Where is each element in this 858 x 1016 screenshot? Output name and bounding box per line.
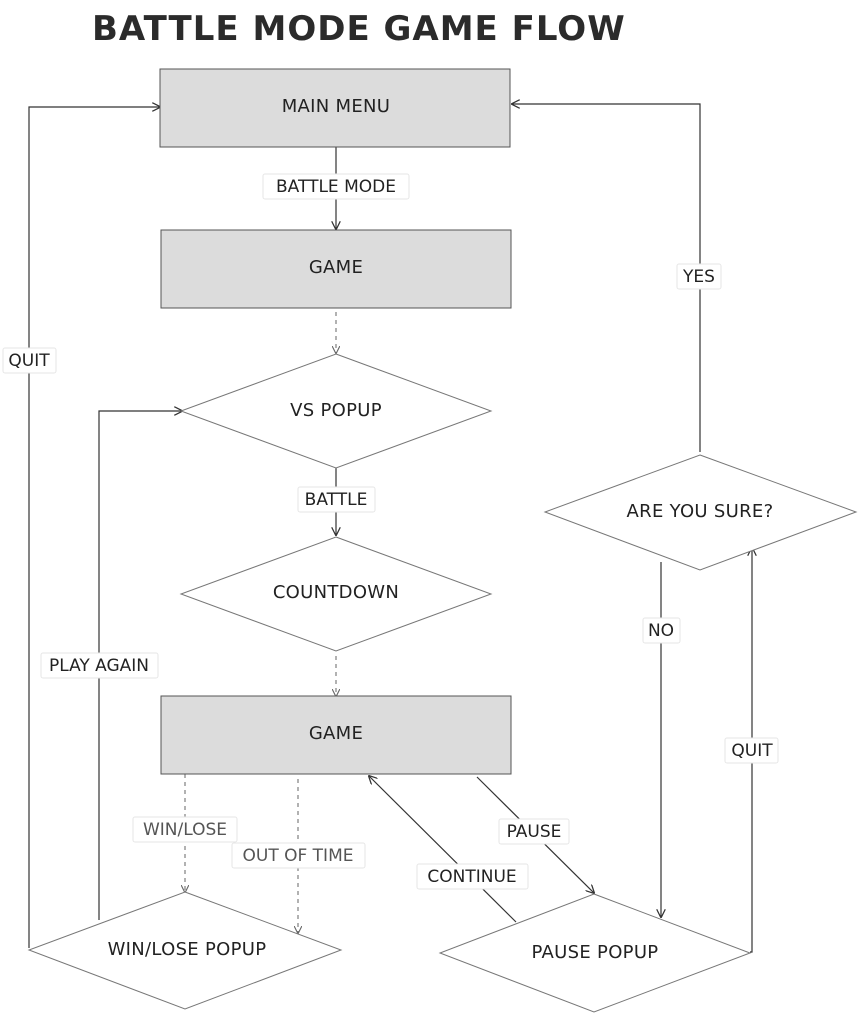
edge-label-quit-right: QUIT [731, 741, 773, 761]
diagram-title: BATTLE MODE GAME FLOW [92, 9, 626, 49]
edge-label-yes-bg [676, 263, 722, 290]
edge-play-again [98, 411, 182, 920]
node-are-you-sure [543, 454, 858, 571]
node-win-lose-popup-label: WIN/LOSE POPUP [108, 939, 267, 960]
edge-label-battle-bg [297, 486, 376, 513]
edge-label-quit-left-bg [2, 347, 57, 374]
node-main-menu-label: MAIN MENU [282, 96, 391, 117]
edge-label-pause: PAUSE [507, 822, 562, 842]
edge-label-out-of-time-bg [231, 842, 366, 869]
edge-label-win-lose-bg [132, 816, 238, 843]
edge-quit-right [750, 548, 752, 953]
node-vs-popup [179, 353, 493, 469]
edge-quit-left [28, 107, 160, 948]
edge-label-pause-bg [498, 818, 570, 845]
edge-yes [512, 104, 701, 452]
edge-label-battle-mode: BATTLE MODE [276, 177, 396, 197]
node-pause-popup [438, 893, 752, 1013]
edge-label-no-bg [642, 617, 681, 644]
node-vs-popup-label: VS POPUP [290, 400, 382, 421]
node-main-menu [159, 68, 511, 148]
node-pause-popup-label: PAUSE POPUP [532, 942, 659, 963]
node-game-2 [160, 695, 512, 775]
edge-label-battle: BATTLE [305, 490, 368, 510]
edge-label-continue-bg [416, 863, 529, 890]
edge-label-quit-left: QUIT [8, 351, 50, 371]
node-game-2-label: GAME [309, 723, 363, 744]
edge-label-out-of-time: OUT OF TIME [243, 846, 354, 866]
edge-label-battle-mode-bg [262, 173, 410, 200]
node-countdown-label: COUNTDOWN [273, 582, 399, 603]
edge-continue [369, 776, 517, 923]
edge-label-no: NO [648, 621, 674, 641]
node-game-1 [160, 229, 512, 309]
edge-label-yes: YES [682, 267, 715, 287]
node-countdown [179, 536, 493, 652]
edge-label-continue: CONTINUE [427, 867, 516, 887]
node-game-1-label: GAME [309, 257, 363, 278]
edge-label-win-lose: WIN/LOSE [143, 820, 227, 840]
node-are-you-sure-label: ARE YOU SURE? [627, 501, 774, 522]
node-win-lose-popup [27, 891, 343, 1010]
edge-label-play-again: PLAY AGAIN [49, 656, 149, 676]
edge-label-quit-right-bg [724, 737, 779, 764]
edge-label-play-again-bg [40, 652, 159, 679]
